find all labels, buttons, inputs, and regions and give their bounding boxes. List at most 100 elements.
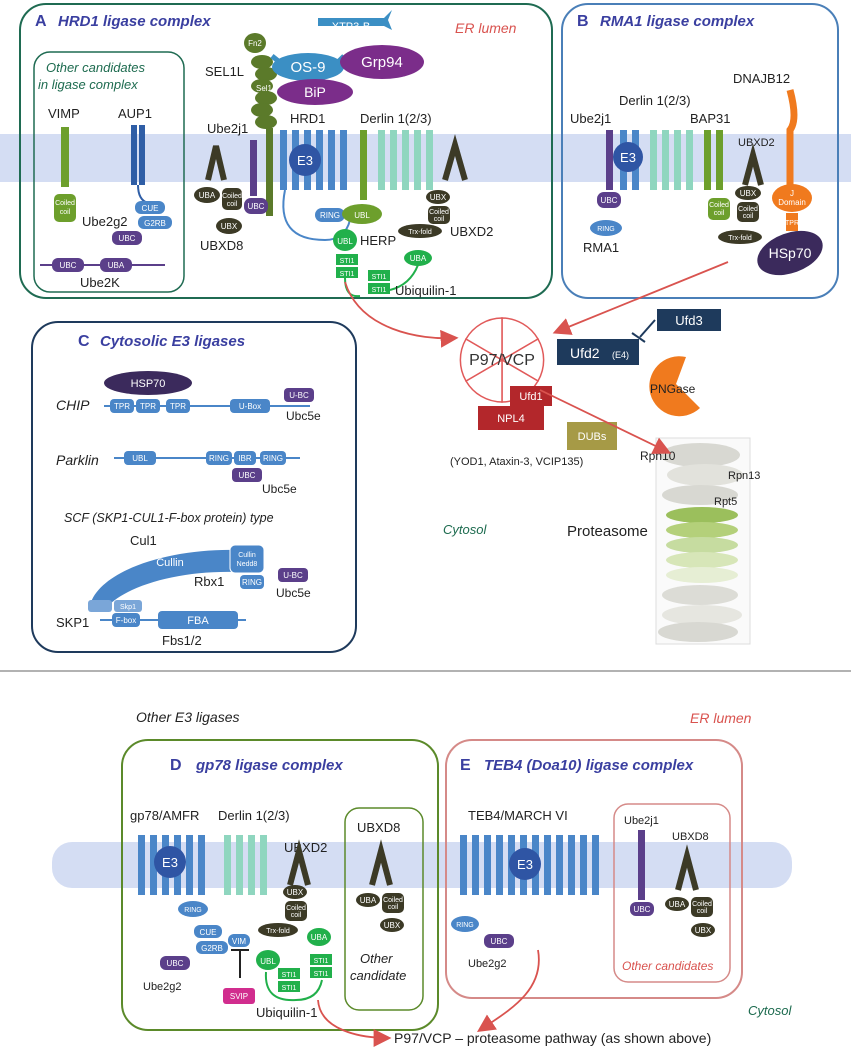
- ubiquilin-a-uba: [404, 250, 432, 266]
- hrd1-ring: [315, 208, 345, 222]
- cullin-label: Cullin: [156, 557, 184, 569]
- ubiquilin-d-sti1-label-2: STI1: [282, 985, 297, 992]
- other-candidates-line2: in ligase complex: [38, 77, 138, 92]
- ube2g2-ubc-label: UBC: [119, 234, 136, 243]
- ube2j1-e-ubc: [630, 902, 654, 916]
- teb4-label: TEB4/MARCH VI: [468, 808, 568, 823]
- panel-a-letter: A: [35, 13, 47, 30]
- parklin-ubc-label: UBC: [239, 471, 256, 480]
- vimp-transmembrane: [61, 127, 69, 187]
- ubiquilin-a-sti1-3: [368, 270, 390, 281]
- chip-hsp70: [104, 371, 192, 395]
- ubxd8-d-uba-label: UBA: [360, 896, 377, 905]
- dnajb12-tpr-label: TPR: [785, 220, 799, 227]
- pngase-label: PNGase: [650, 382, 696, 396]
- proteasome-label: Proteasome: [567, 523, 648, 540]
- parklin-ring-2-label: RING: [263, 454, 283, 463]
- rma1-e3-circle: [613, 142, 643, 172]
- svip-shape: [223, 988, 255, 1004]
- hrd1-e3-label: E3: [297, 153, 313, 168]
- ubiquilin-d-sti1-label-3: STI1: [314, 958, 329, 965]
- ubxd2-a-hairpin: [442, 134, 468, 181]
- ubxd2-d-coiled: [285, 901, 307, 921]
- ubxd2-d-trx-label: Trx-fold: [266, 928, 290, 935]
- panel-c-title: Cytosolic E3 ligases: [100, 333, 245, 350]
- ubiquilin-a-ubl-label: UBL: [337, 237, 353, 246]
- ubxd2-b-coiled-label: Coiled: [738, 206, 758, 213]
- gp78-g2rb-label: G2RB: [201, 944, 223, 953]
- bap31-coiled-label: Coiled: [709, 202, 729, 209]
- ube2g2-ubc: [112, 231, 142, 245]
- nedd8-label: Nedd8: [237, 561, 258, 568]
- er-lumen-label-bottom: ER lumen: [690, 710, 752, 726]
- fba-domain: [158, 611, 238, 629]
- ubxd2-a-coiled: [428, 206, 450, 224]
- ubxd8-a-coiled-label: Coiled: [222, 193, 242, 200]
- teb4-ubc: [484, 934, 514, 948]
- ube2k-uba-label: UBA: [108, 261, 125, 270]
- ubxd8-a-coiled: [222, 188, 242, 210]
- hrd1-label: HRD1: [290, 111, 325, 126]
- other-candidates-line: Other candidates: [46, 60, 146, 75]
- grp94-label: Grp94: [361, 54, 403, 71]
- ufd2-label: Ufd2: [570, 345, 600, 361]
- ufd3-label: Ufd3: [675, 313, 702, 328]
- arrow-p97-to-proteasome: [539, 389, 672, 454]
- ube2k-label: Ube2K: [80, 275, 120, 290]
- gp78-label: gp78/AMFR: [130, 808, 199, 823]
- other-candidates-box: [33, 51, 185, 293]
- hrd1-ring-label: RING: [320, 211, 340, 220]
- ufd1-label: Ufd1: [519, 391, 542, 403]
- panel-a-title: HRD1 ligase complex: [58, 13, 211, 30]
- sel1-label: Sel1: [256, 84, 273, 93]
- os9-label: OS-9: [290, 59, 325, 76]
- xtp3b-label: XTP3-B: [332, 21, 371, 33]
- ube2j1-a-ubc-label: UBC: [248, 202, 265, 211]
- ufd2-shape: [557, 339, 639, 365]
- cue-domain: [135, 201, 165, 214]
- bap31-coiled: [708, 198, 730, 220]
- panel-b-frame: [561, 3, 839, 299]
- parklin-ubl: [124, 451, 156, 465]
- ubiquilin-a-sti1-2: [336, 267, 358, 278]
- herp-label: HERP: [360, 233, 396, 248]
- derlin-a-label: Derlin 1(2/3): [360, 111, 432, 126]
- derlin-a-transmembrane: [378, 130, 433, 190]
- dubs-label: DUBs: [578, 431, 607, 443]
- ube2j1-a-ubc: [244, 198, 268, 214]
- ube2k-uba: [100, 258, 132, 272]
- dnajb12-label: DNAJB12: [733, 71, 790, 86]
- rma1-label: RMA1: [583, 240, 619, 255]
- ubxd8-e-ubx-label: UBX: [695, 926, 712, 935]
- ubxd2-d-ubx: [283, 885, 307, 899]
- bip-shape: [277, 79, 353, 105]
- ubiquilin-a-sti1-4: [368, 283, 390, 294]
- chip-label: CHIP: [56, 397, 90, 413]
- ufd3-inhibit-line: [639, 319, 656, 338]
- other-candidate-d-label: Other candidate: [350, 951, 406, 983]
- cue-label: CUE: [142, 204, 159, 213]
- aup1-link: [137, 184, 149, 204]
- ube2k-ubc-label: UBC: [60, 261, 77, 270]
- scf-ubc: [278, 568, 308, 582]
- ubxd8-a-uba-label: UBA: [199, 191, 216, 200]
- teb4-ubc-label: UBC: [491, 937, 508, 946]
- ubxd2-d-coiled-label: Coiled: [286, 905, 306, 912]
- ube2g2-label: Ube2g2: [82, 214, 128, 229]
- cullin-shape: [90, 549, 238, 610]
- rbx1-ring-label: RING: [242, 578, 262, 587]
- chip-hsp70-label: HSP70: [131, 378, 166, 390]
- panel-d-frame: [121, 739, 439, 1031]
- ube2j1-b-transmembrane: [606, 130, 613, 190]
- ubxd8-a-ubx-label: UBX: [221, 222, 238, 231]
- ubiquilin-d-sti1-3: [310, 954, 332, 965]
- xtp3b-shape: [318, 10, 392, 30]
- teb4-ring-label: RING: [456, 922, 474, 929]
- hrd1-e3-circle: [289, 144, 321, 176]
- ubxd8-d-ubx: [380, 918, 404, 932]
- ubxd2-d-ubx-label: UBX: [287, 888, 304, 897]
- skp1-box: [114, 600, 142, 612]
- other-e3-label: Other E3 ligases: [136, 709, 240, 725]
- chip-ubc-label: U-BC: [289, 391, 309, 400]
- teb4-ring: [451, 916, 479, 932]
